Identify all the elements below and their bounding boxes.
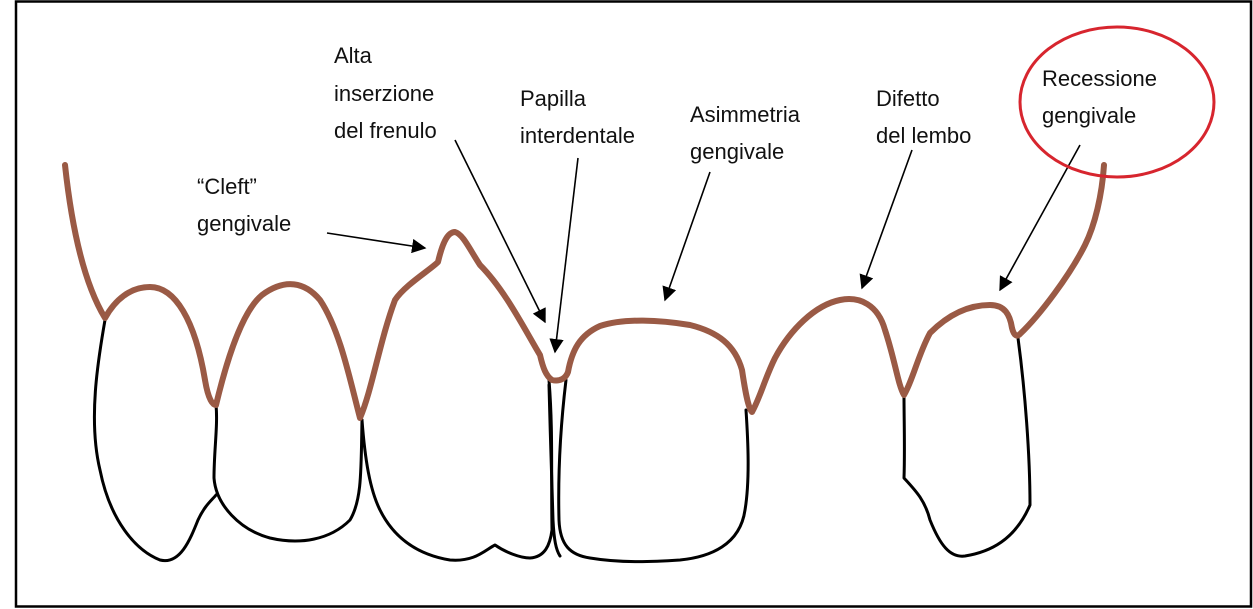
gingival-defects-diagram: “Cleft” gengivale Alta inserzione del fr… [0, 0, 1253, 609]
